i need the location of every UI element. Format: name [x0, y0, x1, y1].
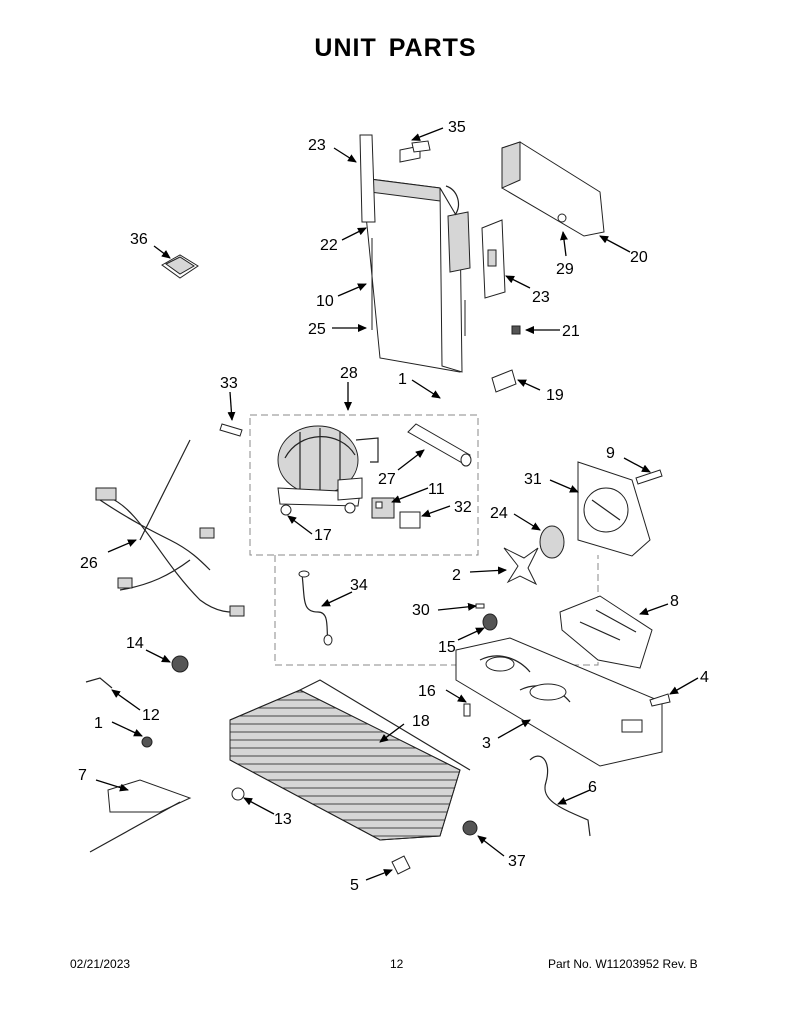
callout-5: 5	[350, 877, 359, 894]
callout-25: 25	[308, 321, 326, 338]
callout-12: 12	[142, 707, 160, 724]
fan-motor-24	[539, 525, 565, 559]
tube-6	[529, 755, 591, 837]
fan-blade-2	[503, 547, 539, 586]
wire-12	[85, 677, 113, 689]
callout-21: 21	[562, 323, 580, 340]
callout-27: 27	[378, 471, 396, 488]
bracket-8	[559, 595, 653, 669]
bracket-7	[89, 779, 192, 853]
callout-10: 10	[316, 293, 334, 310]
callout-20: 20	[630, 249, 648, 266]
machine-compartment-base-3	[455, 637, 663, 767]
compressor-28	[277, 425, 379, 516]
wire-harness-26	[95, 439, 245, 617]
callout-1a: 1	[398, 371, 407, 388]
callout-24: 24	[490, 505, 508, 522]
callout-8: 8	[670, 593, 679, 610]
footer-date: 02/21/2023	[70, 957, 131, 971]
cover-32	[399, 511, 421, 529]
duct-20	[501, 141, 605, 237]
callout-3: 3	[482, 735, 491, 752]
callout-19: 19	[546, 387, 564, 404]
relay-11	[371, 497, 395, 519]
footer-part-number: Part No. W11203952 Rev. B	[548, 957, 698, 971]
callout-14: 14	[126, 635, 144, 652]
foot-13	[231, 787, 245, 801]
clip-30	[475, 603, 485, 609]
callout-6: 6	[588, 779, 597, 796]
callout-1b: 1	[94, 715, 103, 732]
callout-2: 2	[452, 567, 461, 584]
callout-17: 17	[314, 527, 332, 544]
callout-36: 36	[130, 231, 148, 248]
grommet-15	[482, 613, 498, 631]
callout-30: 30	[412, 602, 430, 619]
callout-37: 37	[508, 853, 526, 870]
fan-shroud-31	[577, 461, 651, 557]
condenser-18	[229, 679, 471, 841]
callout-15: 15	[438, 639, 456, 656]
callout-22: 22	[320, 237, 338, 254]
spacer-5	[391, 855, 411, 875]
callout-28: 28	[340, 365, 358, 382]
callout-4: 4	[700, 669, 709, 686]
callout-26: 26	[80, 555, 98, 572]
callout-18: 18	[412, 713, 430, 730]
valve-37	[462, 820, 478, 836]
callout-33: 33	[220, 375, 238, 392]
callout-16: 16	[418, 683, 436, 700]
control-board-36	[161, 254, 199, 279]
callout-7: 7	[78, 767, 87, 784]
drier-27	[407, 423, 472, 467]
callout-31: 31	[524, 471, 542, 488]
screw-4	[649, 693, 671, 707]
clip-19	[491, 325, 521, 393]
screw-9	[635, 469, 663, 485]
callout-9: 9	[606, 445, 615, 462]
callout-34: 34	[350, 577, 368, 594]
callout-23b: 23	[532, 289, 550, 306]
callout-23a: 23	[308, 137, 326, 154]
screw-1b	[141, 736, 153, 748]
page-title: UNIT PARTS	[314, 34, 477, 62]
footer-page-number: 12	[390, 957, 404, 971]
callout-32: 32	[454, 499, 472, 516]
callout-29: 29	[556, 261, 574, 278]
callout-11: 11	[428, 481, 445, 498]
evaporator-cover-assembly	[359, 134, 471, 373]
grommet-14	[171, 655, 189, 673]
overload-33	[219, 423, 243, 437]
evaporator-cover-side-23	[481, 219, 506, 299]
callout-35: 35	[448, 119, 466, 136]
screw-16	[463, 703, 471, 717]
callout-13: 13	[274, 811, 292, 828]
tube-34	[298, 570, 333, 646]
